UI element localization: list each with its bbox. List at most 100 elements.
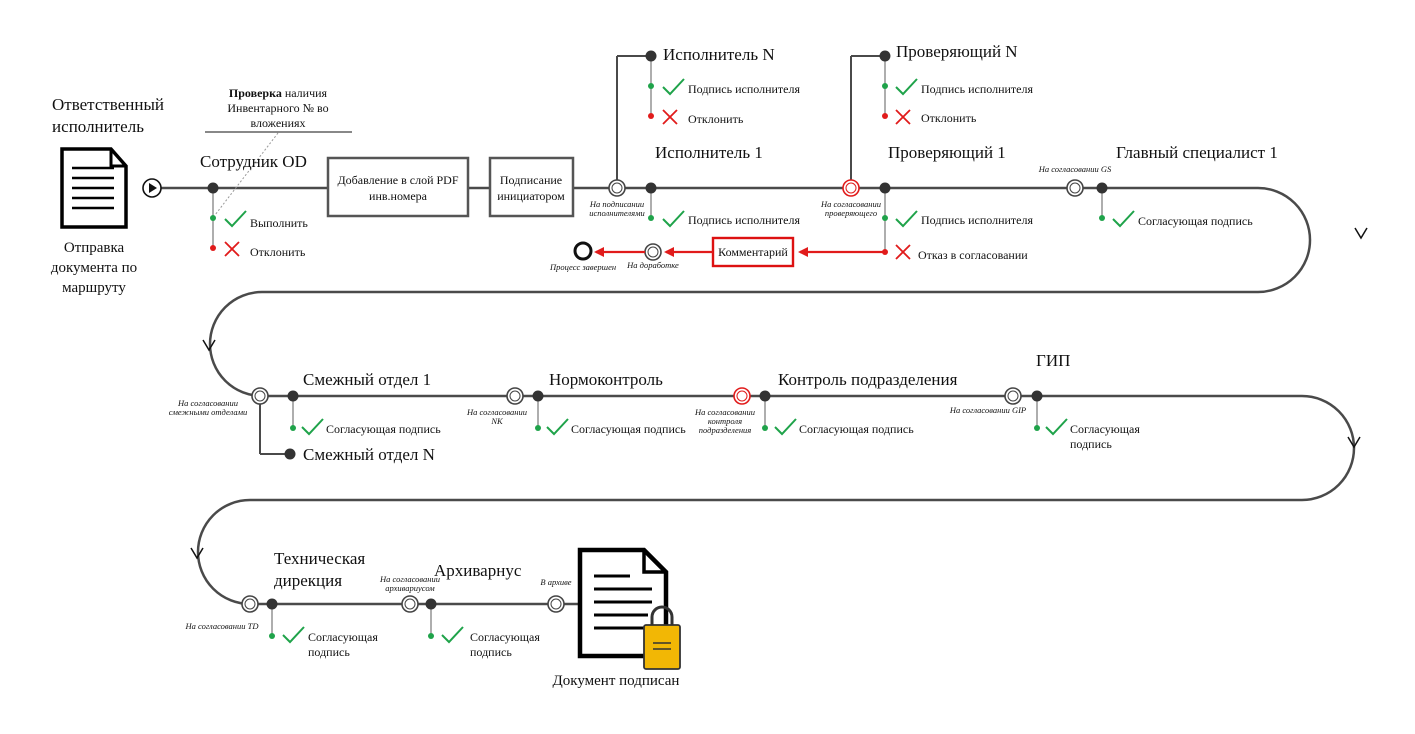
chief-node[interactable] — [1096, 182, 1108, 194]
branch-lines — [259, 55, 885, 455]
comment-label: Комментарий — [718, 245, 788, 259]
start-title-line2: исполнитель — [52, 117, 144, 136]
executor-status-line2: исполнителями — [589, 208, 645, 218]
chief-specialist-step: На согласовании GS Главный специалист 1 … — [1038, 143, 1278, 228]
flow-lines — [161, 186, 1356, 606]
executor-1-sign-label[interactable]: Подпись исполнителя — [688, 213, 800, 227]
chief-sign-label[interactable]: Согласующая подпись — [1138, 214, 1253, 228]
tech-title-line1: Техническая — [274, 549, 365, 568]
tech-direction-step: Техническая дирекция На согласовании TD … — [185, 549, 379, 659]
executor-n-sign-label[interactable]: Подпись исполнителя — [688, 82, 800, 96]
cross-icon — [662, 109, 678, 125]
process-end-node[interactable] — [573, 241, 593, 261]
control-title: Контроль подразделения — [778, 370, 958, 389]
archive-sign-line2[interactable]: подпись — [470, 645, 512, 659]
chief-title: Главный специалист 1 — [1116, 143, 1278, 162]
archive-status-line1: На согласовании — [379, 574, 440, 584]
reviewer-n-reject-label[interactable]: Отклонить — [921, 111, 977, 125]
check-icon — [895, 210, 918, 228]
start-caption-line2: документа по — [51, 260, 137, 276]
employee-od-step: Сотрудник OD Выполнить Отклонить — [200, 152, 308, 259]
box-add-pdf-line2: инв.номера — [369, 189, 428, 203]
check-icon — [441, 626, 464, 644]
process-end-label: Процесс завершен — [549, 262, 616, 272]
executor-n-reject-label[interactable]: Отклонить — [688, 112, 744, 126]
cross-icon — [895, 244, 911, 260]
start-caption-line3: маршруту — [62, 280, 126, 296]
rework-status-node[interactable] — [644, 243, 662, 261]
archive-node[interactable] — [425, 598, 437, 610]
employee-od-node[interactable] — [207, 182, 219, 194]
check-icon — [1112, 210, 1135, 228]
note-line2: Инвентарного № во — [227, 101, 328, 115]
rework-branch: Комментарий На доработке Процесс заверше… — [549, 236, 885, 272]
control-node[interactable] — [759, 390, 771, 402]
start-play-icon[interactable] — [142, 178, 162, 198]
control-sign-label[interactable]: Согласующая подпись — [799, 422, 914, 436]
employee-od-title: Сотрудник OD — [200, 152, 307, 171]
archivist-step: На согласовании архивариусом Архиварнус … — [379, 561, 572, 659]
reviewer-1-node[interactable] — [879, 182, 891, 194]
archive-status-node[interactable] — [401, 595, 419, 613]
adjacent-status-line1: На согласовании — [177, 398, 238, 408]
adjacent-n-node[interactable] — [284, 448, 296, 460]
archive-sign-line1[interactable]: Согласующая — [470, 630, 540, 644]
adjacent-1-node[interactable] — [287, 390, 299, 402]
reviewer-status-node[interactable] — [842, 179, 860, 197]
employee-od-approve-label[interactable]: Выполнить — [250, 216, 308, 230]
control-status-line3: подразделения — [699, 425, 752, 435]
norm-sign-label[interactable]: Согласующая подпись — [571, 422, 686, 436]
check-icon — [301, 418, 324, 436]
executor-1-title: Исполнитель 1 — [655, 143, 763, 162]
tech-sign-line1[interactable]: Согласующая — [308, 630, 378, 644]
check-icon — [224, 210, 247, 228]
in-archive-node[interactable] — [547, 595, 565, 613]
cross-icon — [224, 241, 240, 257]
reviewer-n-node[interactable] — [879, 50, 891, 62]
tech-node[interactable] — [266, 598, 278, 610]
start-title-line1: Ответственный — [52, 95, 164, 114]
note-line3: вложениях — [250, 116, 305, 130]
reviewer-1-sign-label[interactable]: Подпись исполнителя — [921, 213, 1033, 227]
tech-sign-line2[interactable]: подпись — [308, 645, 350, 659]
tech-status-node[interactable] — [241, 595, 259, 613]
executor-status-node[interactable] — [608, 179, 626, 197]
check-icon — [662, 78, 685, 96]
executor-n-node[interactable] — [645, 50, 657, 62]
control-status-node[interactable] — [733, 387, 751, 405]
gip-step: ГИП На согласовании GIP Согласующая подп… — [949, 351, 1140, 451]
norm-status-node[interactable] — [506, 387, 524, 405]
norm-status-line1: На согласовании — [466, 407, 527, 417]
executor-status-line1: На подписании — [589, 199, 644, 209]
employee-od-reject-label[interactable]: Отклонить — [250, 245, 306, 259]
adjacent-dept-step: На согласовании смежными отделами Смежны… — [169, 370, 441, 464]
box-initiator-sign-line2: инициатором — [497, 189, 565, 203]
gip-sign-line1[interactable]: Согласующая — [1070, 422, 1140, 436]
adjacent-status-node[interactable] — [251, 387, 269, 405]
adjacent-1-sign-label[interactable]: Согласующая подпись — [326, 422, 441, 436]
chief-status-node[interactable] — [1066, 179, 1084, 197]
reviewer-1-deny-label[interactable]: Отказ в согласовании — [918, 248, 1028, 262]
executor-n-title: Исполнитель N — [663, 45, 775, 64]
inventory-check-note: Проверка наличия Инвентарного № во вложе… — [205, 86, 352, 216]
norm-control-step: На согласовании NK Нормоконтроль Согласу… — [466, 370, 686, 436]
gip-status-node[interactable] — [1004, 387, 1022, 405]
gip-node[interactable] — [1031, 390, 1043, 402]
gip-sign-line2[interactable]: подпись — [1070, 437, 1112, 451]
executor-step: На подписании исполнителями Исполнитель … — [589, 45, 800, 228]
norm-node[interactable] — [532, 390, 544, 402]
adjacent-status-line2: смежными отделами — [169, 407, 248, 417]
norm-status-line2: NK — [490, 416, 504, 426]
norm-title: Нормоконтроль — [549, 370, 663, 389]
executor-1-node[interactable] — [645, 182, 657, 194]
reviewer-status-line2: проверяющего — [825, 208, 877, 218]
rework-status-label: На доработке — [626, 260, 679, 270]
comment-box[interactable] — [711, 236, 795, 268]
svg-text:Проверка наличия: Проверка наличия — [229, 86, 328, 100]
lock-icon — [643, 605, 681, 670]
document-icon — [60, 147, 128, 229]
reviewer-n-sign-label[interactable]: Подпись исполнителя — [921, 82, 1033, 96]
gip-status-label: На согласовании GIP — [949, 405, 1026, 415]
check-icon — [662, 210, 685, 228]
